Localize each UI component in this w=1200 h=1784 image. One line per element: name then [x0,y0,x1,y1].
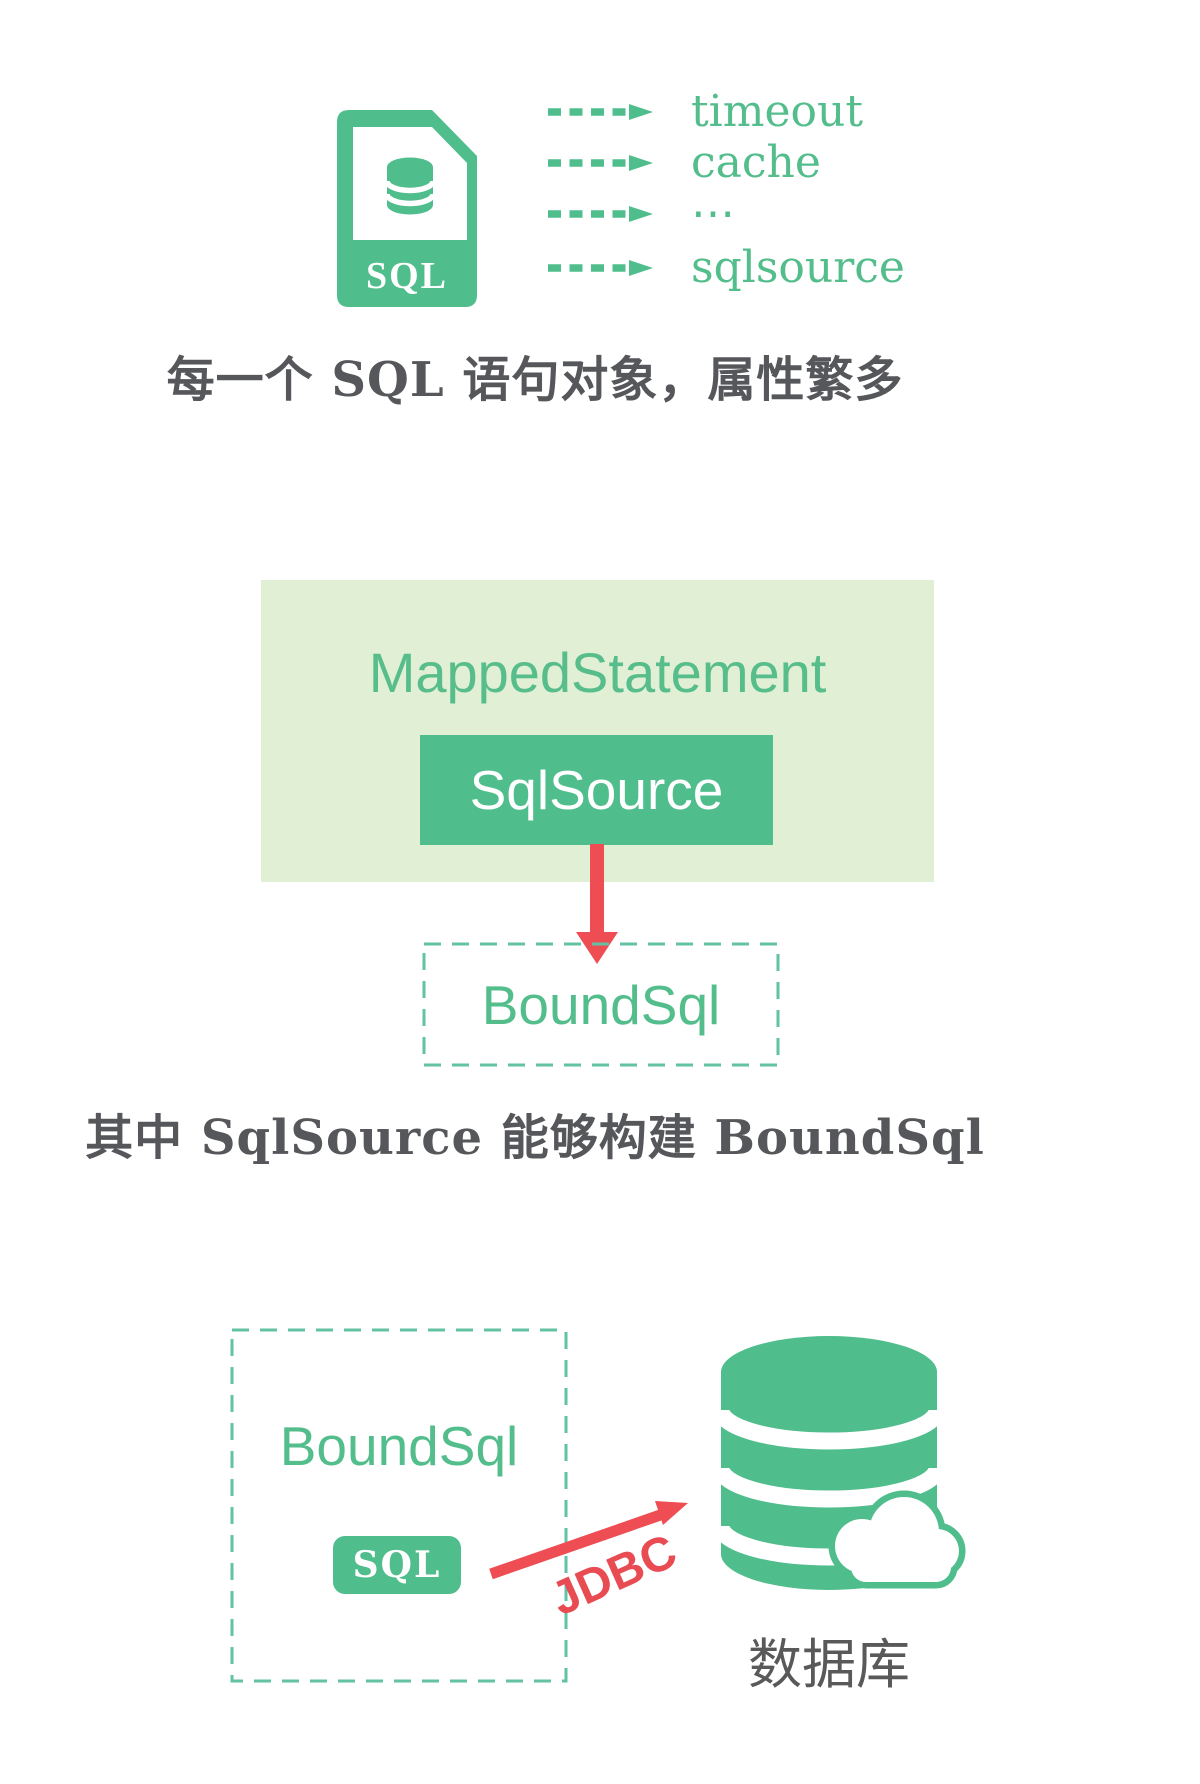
dashed-arrow-icon [548,260,653,276]
database-cylinder-glyph [384,157,436,215]
mapped-statement-label: MappedStatement [368,641,827,704]
sql-badge: SQL [333,1536,461,1594]
jdbc-arrow-icon [489,1501,688,1580]
attribute-row-sqlsource: sqlsource [545,243,905,293]
attribute-label: sqlsource [691,242,905,293]
attribute-row-more: ⋯ [545,189,735,239]
caption-sql-attributes: 每一个 SQL 语句对象，属性繁多 [166,352,904,408]
dashed-arrow-icon [548,104,653,120]
sql-file-icon: SQL [337,110,477,312]
attribute-row-timeout: timeout [545,87,863,137]
cloud-glyph [828,1490,966,1589]
boundsql-label: BoundSql [481,973,721,1036]
boundsql-label: BoundSql [279,1415,519,1477]
caption-sqlsource-builds-boundsql: 其中 SqlSource 能够构建 BoundSql [85,1110,985,1166]
file-icon-label: SQL [366,255,448,297]
boundsql-box-bottom: BoundSql SQL [230,1328,568,1683]
dashed-frame [422,942,780,1067]
boundsql-box-middle: BoundSql [422,942,780,1067]
down-arrow-icon [576,844,618,964]
attribute-label: cache [691,137,821,188]
attribute-row-cache: cache [545,138,821,188]
database-icon [719,1336,966,1590]
sqlsource-label: SqlSource [469,759,724,821]
dashed-arrow-icon [548,206,653,222]
database-label: 数据库 [748,1635,910,1695]
dashed-arrow-icon [548,155,653,171]
attribute-label: timeout [691,86,864,137]
sql-badge-label: SQL [352,1544,442,1586]
sqlsource-box: SqlSource [420,735,773,845]
dashed-frame [230,1328,568,1683]
attribute-label: ⋯ [691,188,735,239]
